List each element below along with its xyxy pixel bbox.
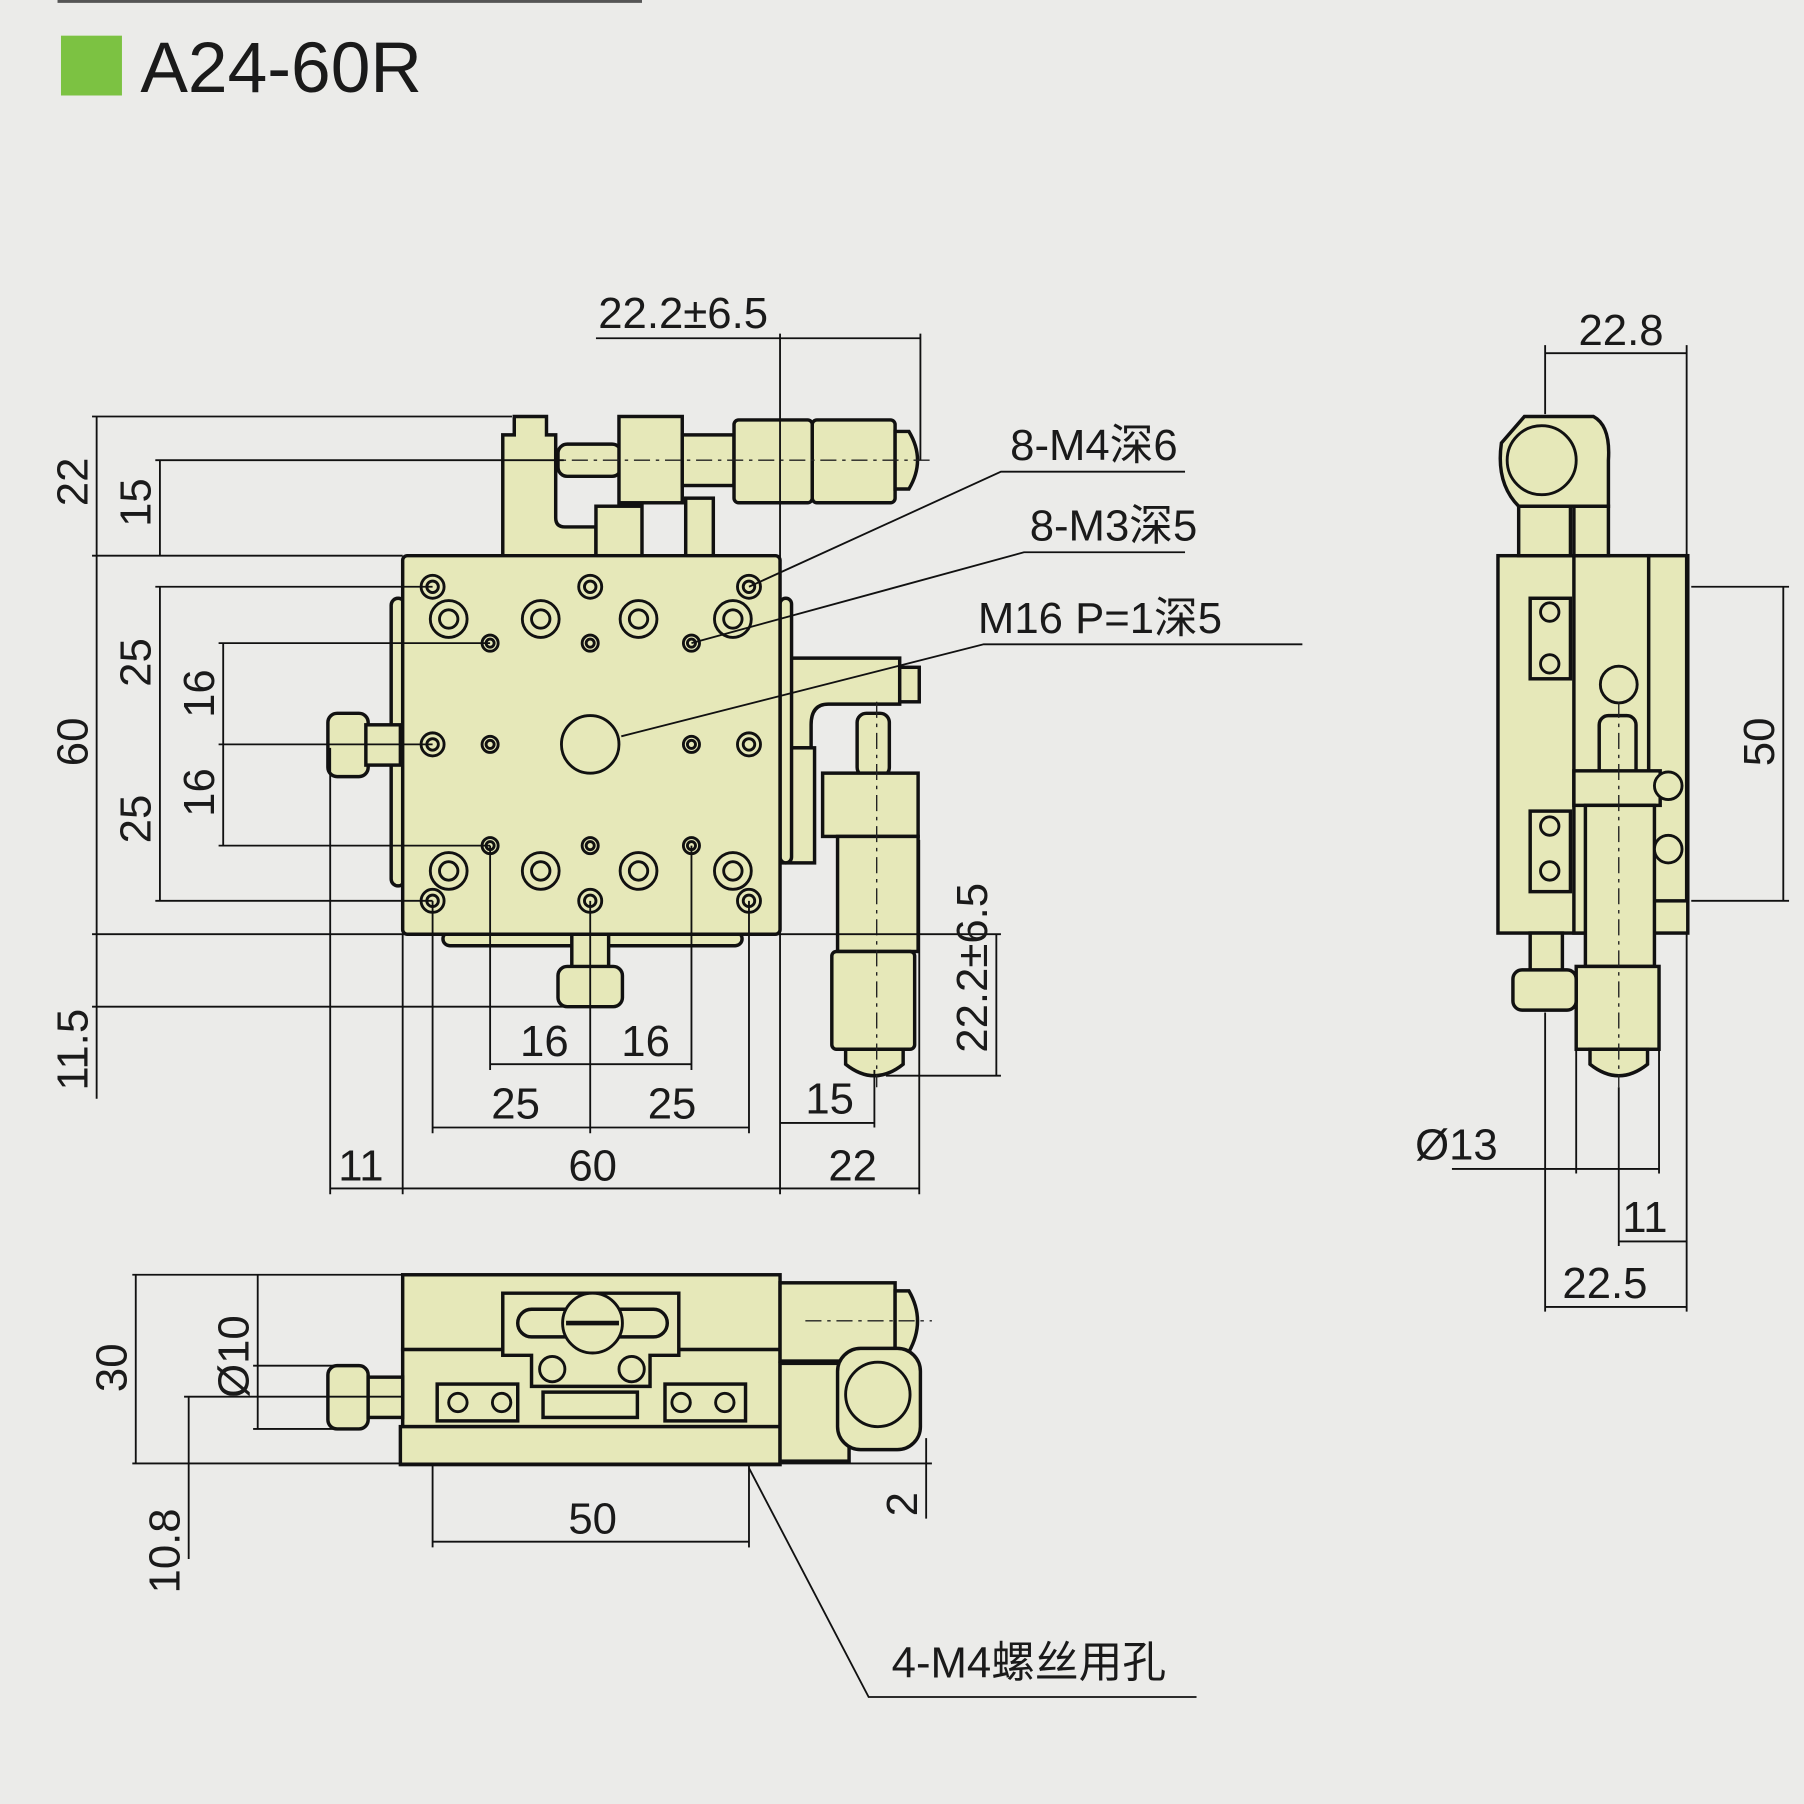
dim-s2: 2 (878, 1492, 927, 1516)
side-view-labels: 22.8 50 Ø13 11 22.5 (1415, 306, 1784, 1308)
counterbore-inner (627, 608, 650, 630)
dim-w25a: 25 (491, 1079, 540, 1128)
dim-travel-side: 22.2±6.5 (948, 883, 997, 1053)
dim-w25b: 25 (648, 1079, 697, 1128)
m3-hole-inner (484, 738, 496, 750)
dim-h11-5: 11.5 (48, 1009, 97, 1091)
m3-hole-inner (584, 840, 596, 852)
callout-m4-holes: 8-M4深6 (1010, 421, 1178, 470)
counterbore-inner (438, 860, 460, 882)
dim-h60: 60 (48, 718, 97, 767)
dim-w16b: 16 (621, 1017, 670, 1066)
dim-h25a: 25 (112, 638, 161, 687)
counterbore-inner (722, 608, 744, 630)
dim-s50: 50 (568, 1495, 617, 1544)
side-view (1451, 345, 1790, 1312)
front-view-labels: 30 Ø10 10.8 2 50 4-M4螺丝用孔 (88, 1315, 1166, 1687)
dim-r13: Ø13 (1415, 1121, 1498, 1170)
dim-r22-5: 22.5 (1562, 1259, 1647, 1308)
dim-h15: 15 (112, 478, 161, 527)
dim-w60: 60 (568, 1141, 617, 1190)
dim-r50: 50 (1735, 718, 1784, 767)
title-marker (60, 35, 122, 96)
top-view (92, 333, 1303, 1195)
dim-w11: 11 (338, 1141, 383, 1190)
dim-w15: 15 (805, 1075, 854, 1124)
dim-s30: 30 (88, 1343, 137, 1392)
m3-hole-inner (584, 637, 596, 649)
counterbore-inner (722, 860, 744, 882)
dim-s10-8: 10.8 (140, 1508, 189, 1593)
dim-h16b: 16 (175, 768, 224, 817)
model-title: A24-60R (140, 28, 422, 108)
dim-s10: Ø10 (210, 1315, 259, 1398)
counterbore-inner (530, 608, 552, 630)
callout-m3-holes: 8-M3深5 (1030, 502, 1198, 551)
dim-h25b: 25 (112, 795, 161, 844)
dim-r22-8: 22.8 (1579, 306, 1664, 355)
callout-mount-holes: 4-M4螺丝用孔 (892, 1638, 1166, 1687)
dim-w22: 22 (828, 1141, 877, 1190)
dim-travel-top: 22.2±6.5 (598, 289, 768, 338)
front-view (132, 1273, 1197, 1698)
callout-center-thread: M16 P=1深5 (978, 594, 1222, 643)
counterbore-inner (627, 860, 650, 882)
m4-hole-inner (741, 737, 757, 752)
dim-h16a: 16 (175, 669, 224, 718)
m3-hole-inner (685, 738, 697, 750)
m4-hole-inner (583, 579, 598, 594)
top-view-labels: 22.2±6.5 8-M4深6 8-M3深5 M16 P=1深5 22 15 6… (48, 289, 1222, 1191)
dim-w16a: 16 (520, 1017, 569, 1066)
dim-h22: 22 (48, 458, 97, 507)
dim-r11: 11 (1622, 1193, 1667, 1242)
counterbore-inner (438, 608, 460, 630)
counterbore-inner (530, 860, 552, 882)
